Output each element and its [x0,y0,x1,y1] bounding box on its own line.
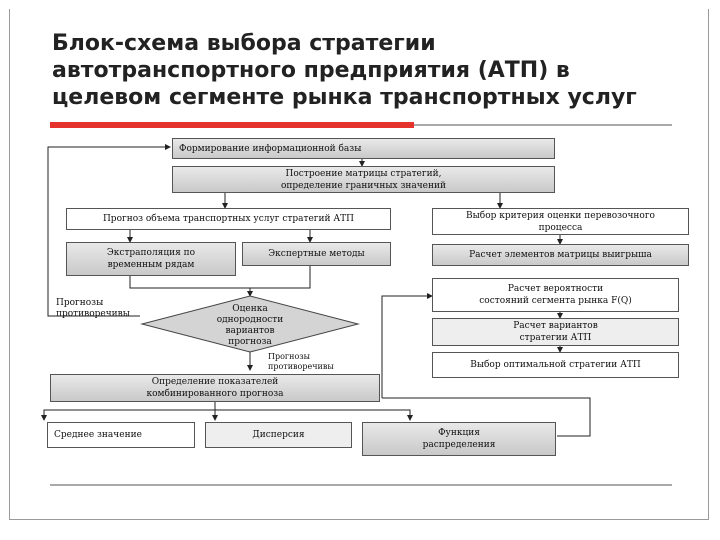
title-underline [414,124,672,126]
box-expert-methods: Экспертные методы [242,242,391,266]
box-strategy-variants: Расчет вариантов стратегии АТП [432,318,679,346]
box-combined-forecast: Определение показателей комбинированного… [50,374,380,402]
box-distribution-function: Функция распределения [362,422,556,456]
footer-divider [50,484,672,486]
box-strategy-matrix: Построение матрицы стратегий, определени… [172,166,555,193]
box-extrapolation: Экстраполяция по временным рядам [66,242,236,276]
frame-right-border [708,9,709,520]
box-payoff-matrix: Расчет элементов матрицы выигрыша [432,244,689,266]
box-transport-forecast: Прогноз объема транспортных услуг страте… [66,208,391,230]
box-criterion-choice: Выбор критерия оценки перевозочного проц… [432,208,689,235]
frame-left-border [9,9,10,520]
box-market-probability: Расчет вероятности состояний сегмента ры… [432,278,679,312]
box-info-base: Формирование информационной базы [172,138,555,159]
label-contradictory-left: Прогнозы противоречивы [56,298,130,319]
decision-diamond [140,295,360,353]
title-accent-bar [50,122,414,128]
frame-bottom-border [9,519,709,520]
box-dispersion: Дисперсия [205,422,352,448]
box-optimal-strategy: Выбор оптимальной стратегии АТП [432,352,679,378]
decision-homogeneity: Оценка однородности вариантов прогноза [216,304,284,347]
box-mean-value: Среднее значение [47,422,195,448]
label-contradictory-right: Прогнозы противоречивы [268,352,334,371]
slide-title: Блок-схема выбора стратегии автотранспор… [52,31,637,110]
